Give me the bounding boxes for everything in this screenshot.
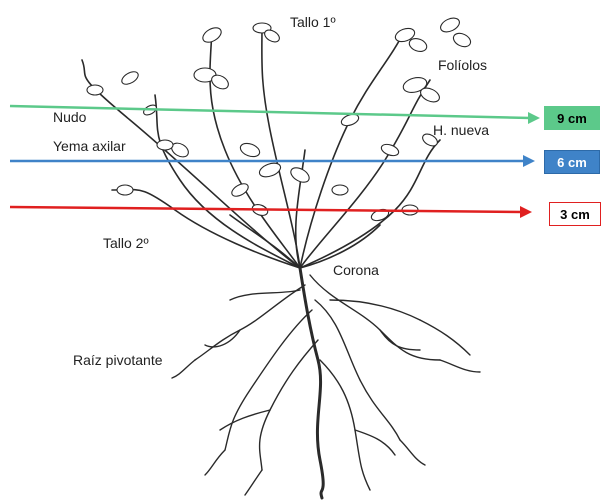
label-yema-axilar: Yema axilar [53, 139, 126, 153]
arrowhead-6cm [523, 155, 535, 167]
label-raiz-pivotante: Raíz pivotante [73, 353, 163, 367]
line-9cm [10, 106, 530, 118]
label-foliolos: Folíolos [438, 58, 487, 72]
label-tallo-1: Tallo 1º [290, 15, 336, 29]
arrowhead-3cm [520, 206, 532, 218]
label-h-nueva: H. nueva [433, 123, 489, 137]
label-nudo: Nudo [53, 110, 86, 124]
label-tallo-2: Tallo 2º [103, 236, 149, 250]
label-corona: Corona [333, 263, 379, 277]
badge-9cm: 9 cm [544, 106, 600, 130]
badge-3cm: 3 cm [549, 202, 601, 226]
root-system [172, 268, 480, 498]
arrowhead-9cm [528, 112, 540, 124]
badge-6cm: 6 cm [544, 150, 600, 174]
